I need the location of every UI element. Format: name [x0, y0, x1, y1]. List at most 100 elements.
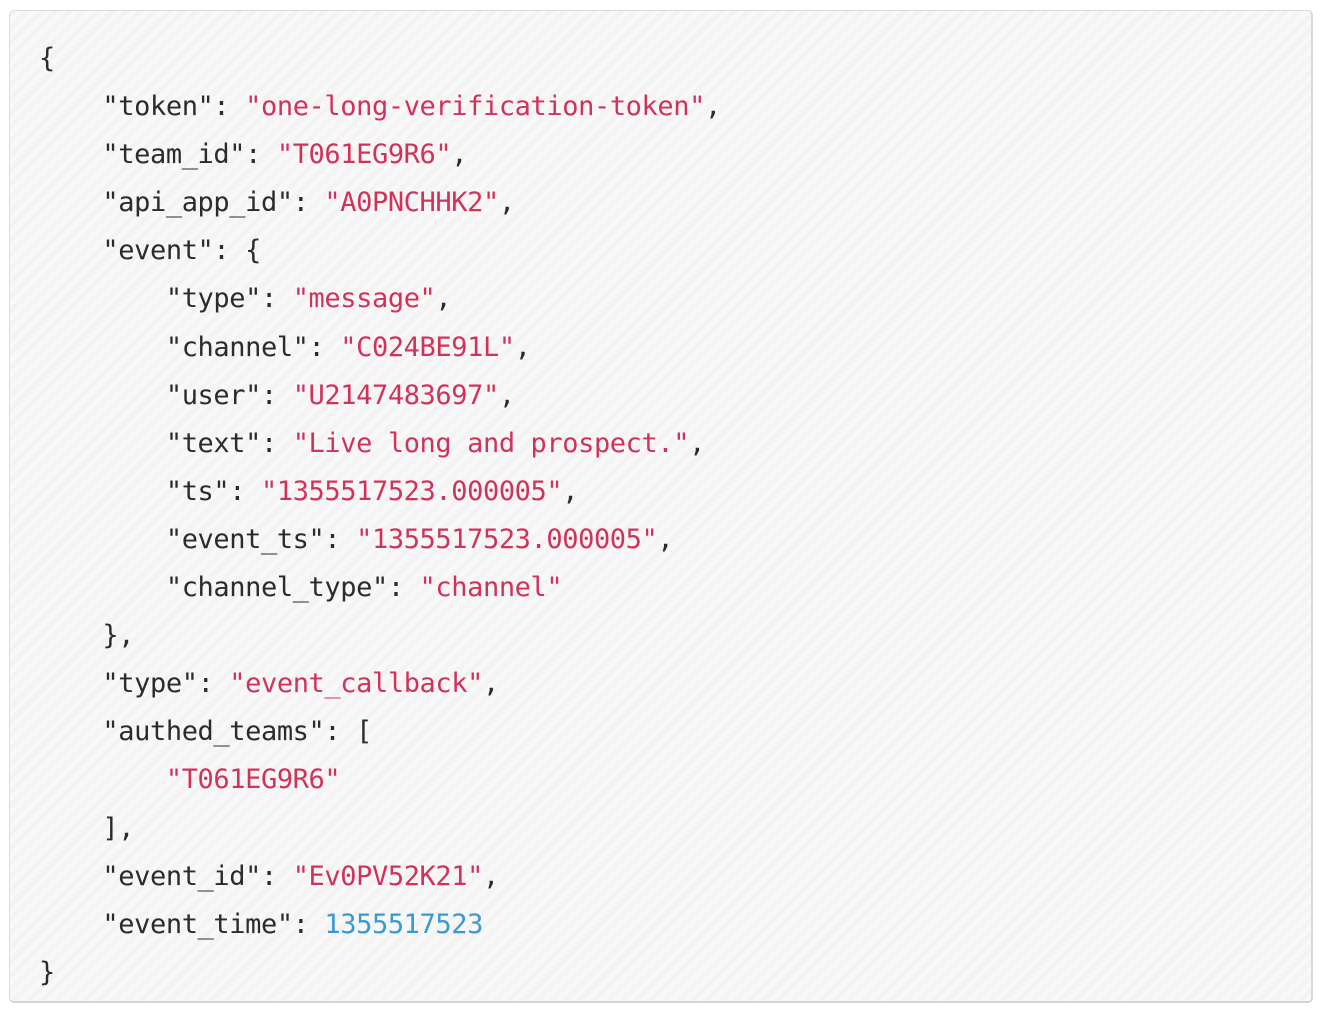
json-punctuation: ,	[514, 331, 531, 363]
code-indent	[39, 668, 102, 699]
json-separator: :	[213, 91, 246, 123]
json-key: "token"	[102, 91, 214, 123]
code-indent	[39, 620, 102, 651]
json-code: { "token": "one-long-verification-token"…	[39, 35, 721, 997]
json-separator: :	[229, 475, 261, 507]
code-indent	[39, 524, 166, 555]
code-line: "user": "U2147483697",	[39, 372, 721, 420]
code-line: "text": "Live long and prospect.",	[39, 420, 721, 468]
code-indent	[39, 91, 102, 122]
json-key: "channel_type"	[165, 572, 388, 604]
json-punctuation: }	[39, 956, 55, 988]
json-key: "event"	[102, 235, 214, 267]
json-key: "event_id"	[102, 860, 261, 892]
code-indent	[39, 861, 102, 892]
code-indent	[39, 235, 102, 266]
code-line: "type": "message",	[39, 275, 721, 323]
code-line: "event_id": "Ev0PV52K21",	[39, 853, 721, 901]
json-key: "text"	[165, 427, 262, 459]
json-separator: :	[324, 523, 357, 555]
json-separator: :	[292, 908, 325, 940]
json-punctuation: ],	[102, 812, 135, 844]
json-separator: :	[245, 139, 277, 171]
json-key: "type"	[102, 668, 198, 700]
json-punctuation: ,	[498, 187, 515, 219]
json-number-value: 1355517523	[324, 908, 483, 940]
code-line: "channel": "C024BE91L",	[39, 324, 721, 372]
json-key: "api_app_id"	[102, 187, 293, 219]
code-line: {	[39, 35, 721, 83]
json-string-value: "one-long-verification-token"	[245, 91, 705, 123]
json-punctuation: ,	[689, 427, 705, 459]
code-line: "event_ts": "1355517523.000005",	[39, 516, 721, 564]
json-string-value: "T061EG9R6"	[276, 139, 452, 171]
json-string-value: "message"	[292, 283, 436, 315]
json-key: "team_id"	[102, 139, 246, 171]
json-string-value: "T061EG9R6"	[165, 764, 341, 796]
code-indent	[39, 764, 166, 795]
json-punctuation: ,	[498, 379, 515, 411]
json-punctuation: ,	[435, 283, 452, 315]
code-line: "type": "event_callback",	[39, 660, 721, 708]
json-key: "event_time"	[102, 908, 293, 940]
json-string-value: "1355517523.000005"	[260, 475, 563, 507]
code-indent	[39, 476, 166, 507]
code-line: "team_id": "T061EG9R6",	[39, 131, 721, 179]
json-punctuation: [	[356, 716, 372, 748]
json-separator: :	[260, 283, 293, 315]
json-separator: :	[387, 572, 420, 604]
code-line: "authed_teams": [	[39, 708, 721, 756]
code-line: "api_app_id": "A0PNCHHK2",	[39, 179, 721, 227]
json-punctuation: ,	[482, 860, 499, 892]
json-string-value: "A0PNCHHK2"	[324, 187, 499, 219]
json-string-value: "channel"	[419, 572, 563, 604]
code-line: "event_time": 1355517523	[39, 901, 721, 949]
json-punctuation: ,	[482, 668, 499, 700]
json-punctuation: ,	[451, 139, 468, 171]
code-line: "channel_type": "channel"	[39, 564, 721, 612]
json-punctuation: ,	[562, 475, 579, 507]
code-line: },	[39, 612, 721, 660]
json-punctuation: ,	[704, 91, 721, 123]
json-string-value: "Ev0PV52K21"	[292, 860, 484, 892]
code-indent	[39, 716, 102, 747]
json-separator: :	[260, 860, 293, 892]
json-key: "ts"	[165, 475, 230, 507]
json-punctuation: ,	[657, 523, 674, 555]
code-line: "token": "one-long-verification-token",	[39, 83, 721, 131]
json-key: "authed_teams"	[102, 716, 325, 748]
json-string-value: "U2147483697"	[292, 379, 500, 411]
code-block: { "token": "one-long-verification-token"…	[9, 10, 1313, 1003]
json-separator: :	[213, 235, 246, 267]
code-line: ],	[39, 805, 721, 853]
json-string-value: "C024BE91L"	[340, 331, 515, 363]
code-line: "event": {	[39, 227, 721, 275]
code-indent	[39, 139, 102, 170]
code-indent	[39, 572, 166, 603]
json-key: "type"	[165, 283, 262, 315]
code-indent	[39, 380, 166, 411]
json-separator: :	[260, 379, 293, 411]
code-indent	[39, 283, 166, 314]
code-indent	[39, 813, 102, 844]
json-string-value: "Live long and prospect."	[292, 427, 690, 459]
json-punctuation: {	[245, 235, 261, 267]
json-key: "user"	[165, 379, 262, 411]
code-indent	[39, 909, 102, 940]
json-string-value: "1355517523.000005"	[356, 523, 658, 555]
json-separator: :	[292, 187, 325, 219]
json-separator: :	[197, 668, 230, 700]
code-line: "ts": "1355517523.000005",	[39, 468, 721, 516]
json-separator: :	[324, 716, 357, 748]
json-string-value: "event_callback"	[229, 668, 483, 700]
code-indent	[39, 428, 166, 459]
json-separator: :	[260, 427, 293, 459]
json-punctuation: {	[39, 43, 55, 74]
code-line: }	[39, 949, 721, 997]
code-indent	[39, 187, 102, 218]
json-key: "event_ts"	[165, 523, 325, 555]
code-indent	[39, 332, 166, 363]
json-punctuation: },	[102, 620, 135, 652]
json-key: "channel"	[165, 331, 309, 363]
code-line: "T061EG9R6"	[39, 756, 721, 804]
